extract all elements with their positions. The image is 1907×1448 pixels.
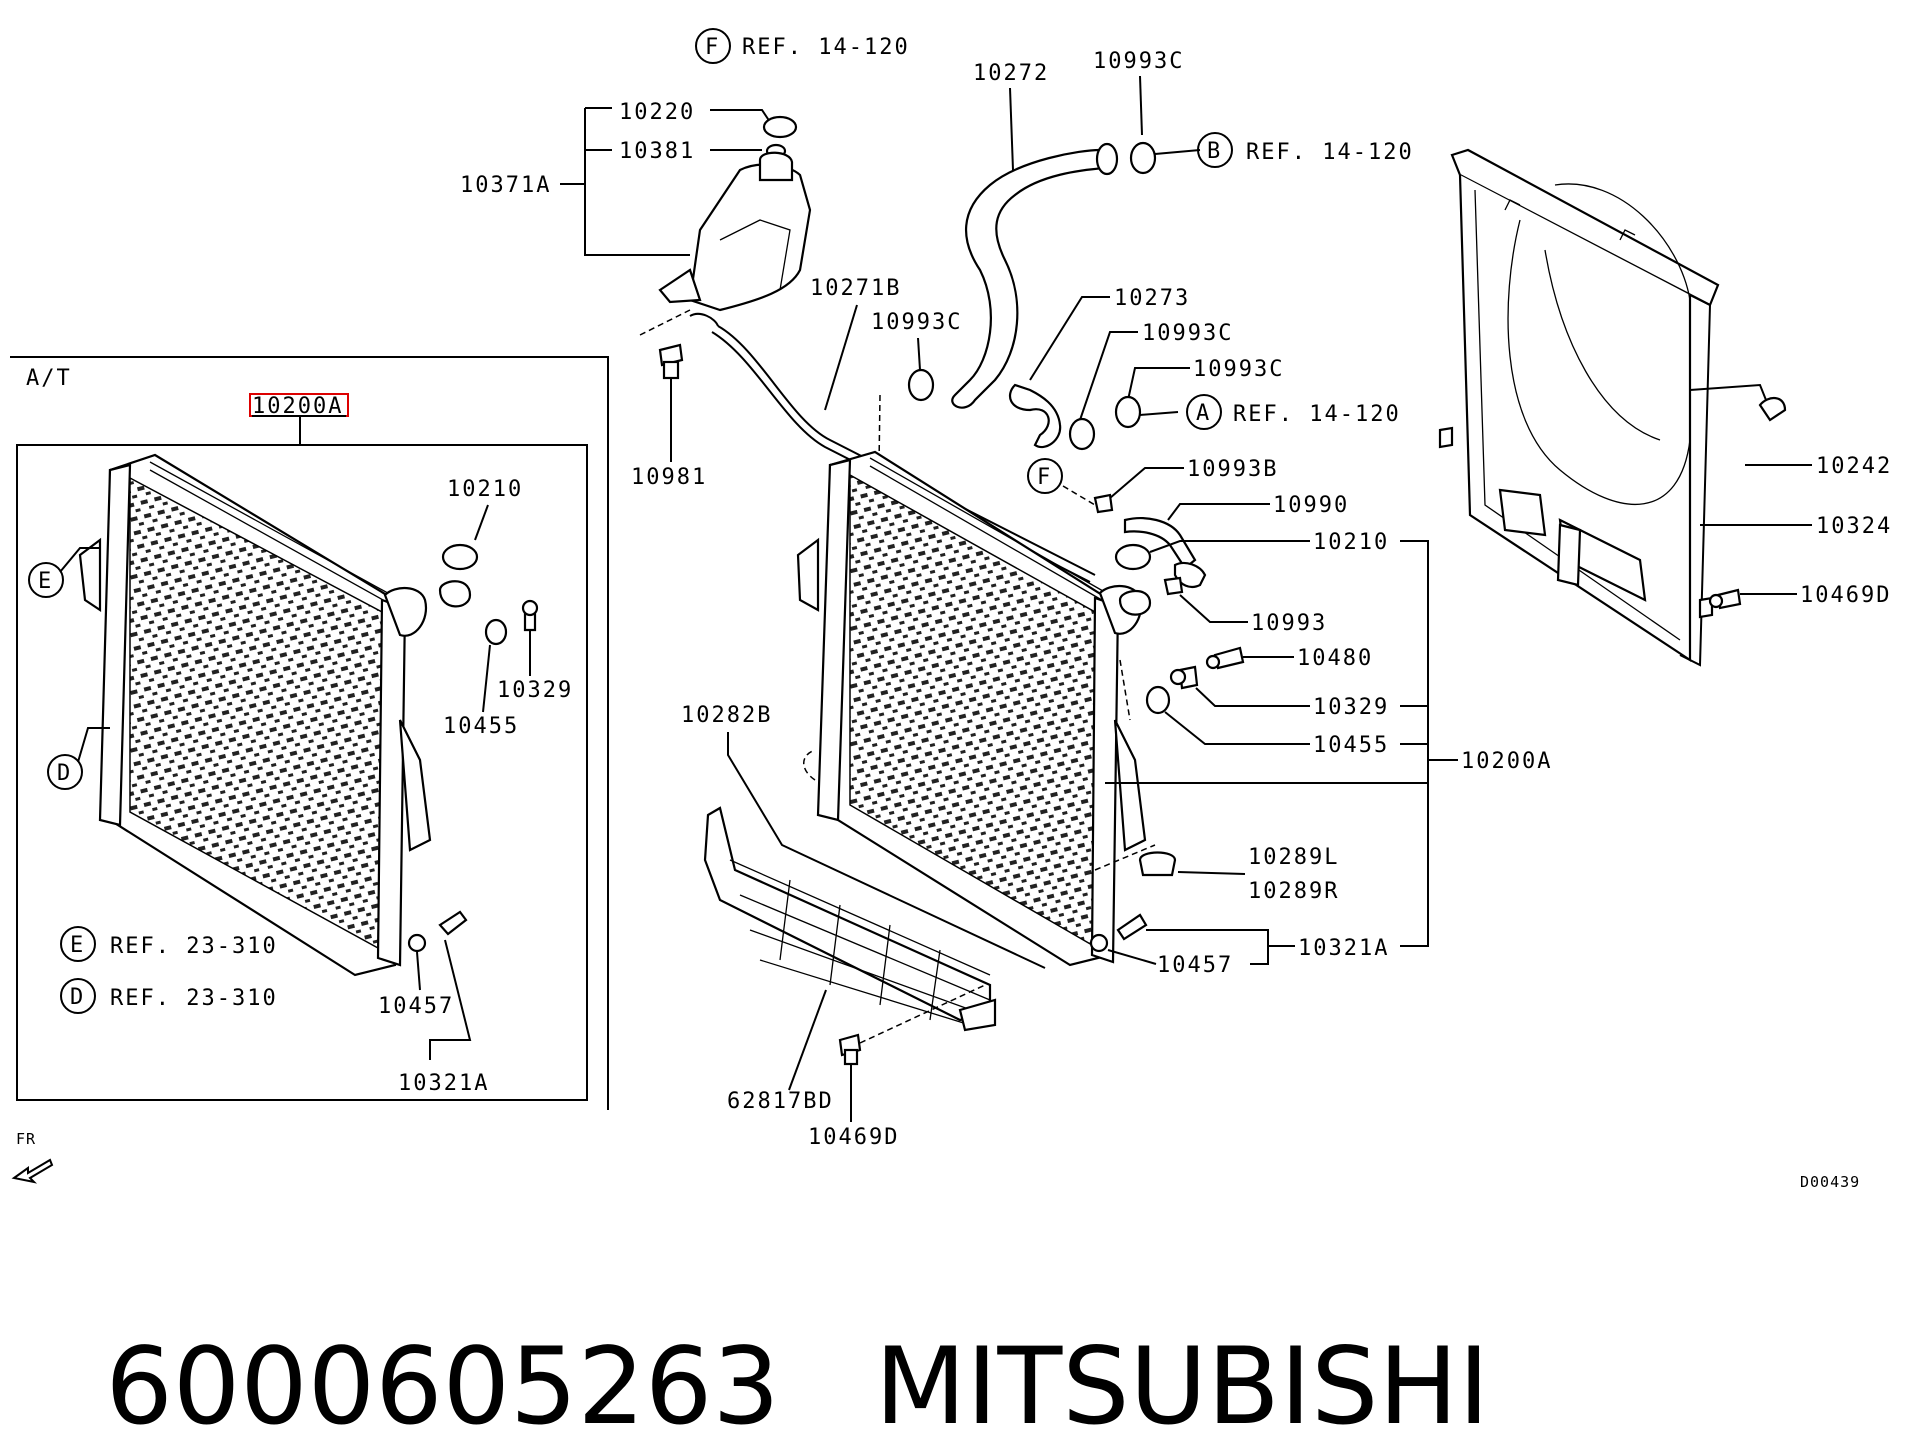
ref-D: REF. 23-310 — [110, 986, 278, 1011]
air-guide: 10282B 62817BD 10469D — [681, 703, 1046, 1150]
radiator-main — [796, 450, 1152, 967]
label-10210-inset: 10210 — [447, 477, 523, 502]
label-10469D-bottom: 10469D — [808, 1125, 899, 1150]
label-10271B: 10271B — [810, 276, 901, 301]
label-10993B: 10993B — [1187, 457, 1278, 482]
direction-label: FR — [16, 1130, 36, 1148]
label-10381: 10381 — [619, 139, 695, 164]
label-10200A: 10200A — [1461, 749, 1552, 774]
label-10993: 10993 — [1251, 611, 1327, 636]
label-10993C-mid: 10993C — [1142, 321, 1233, 346]
ref-A: REF. 14-120 — [1233, 402, 1401, 427]
label-10273: 10273 — [1114, 286, 1190, 311]
label-10480: 10480 — [1297, 646, 1373, 671]
label-10455: 10455 — [1313, 733, 1389, 758]
ref-E: REF. 23-310 — [110, 934, 278, 959]
label-10200A-inset: 10200A — [252, 394, 343, 419]
label-62817BD: 62817BD — [727, 1089, 834, 1114]
label-10371A: 10371A — [460, 173, 551, 198]
front-direction: FR — [11, 1130, 54, 1184]
label-10457: 10457 — [1157, 953, 1233, 978]
at-inset: A/T 10200A E D 10210 10329 — [10, 356, 609, 1110]
marker-A: A — [1196, 401, 1211, 426]
label-10321A-inset: 10321A — [398, 1071, 489, 1096]
label-10993C-right: 10993C — [1193, 357, 1284, 382]
label-10981: 10981 — [631, 465, 707, 490]
diagram-code: D00439 — [1800, 1173, 1860, 1191]
label-10329: 10329 — [1313, 695, 1389, 720]
brand-name: MITSUBISHI — [874, 1325, 1490, 1448]
label-10455-inset: 10455 — [443, 714, 519, 739]
small-hose: F 10993B 10990 10993 — [1027, 457, 1349, 636]
marker-D-inset: D — [57, 761, 72, 786]
label-10993C-left: 10993C — [871, 310, 962, 335]
part-number: 6000605263 — [105, 1325, 780, 1448]
label-10324: 10324 — [1816, 514, 1892, 539]
marker-B: B — [1207, 139, 1222, 164]
label-10993C-top: 10993C — [1093, 49, 1184, 74]
label-10990: 10990 — [1273, 493, 1349, 518]
label-10210: 10210 — [1313, 530, 1389, 555]
label-10469D-right: 10469D — [1800, 583, 1891, 608]
ref-B: REF. 14-120 — [1246, 140, 1414, 165]
variant-label: A/T — [26, 366, 72, 391]
label-10220: 10220 — [619, 100, 695, 125]
reservoir-group: F REF. 14-120 10220 10381 10371A 10981 — [460, 28, 910, 490]
ref-F: REF. 14-120 — [742, 35, 910, 60]
label-10289L: 10289L — [1248, 845, 1339, 870]
marker-F-top: F — [705, 35, 720, 60]
marker-E-ref: E — [70, 933, 85, 958]
marker-D-ref: D — [70, 985, 85, 1010]
label-10329-inset: 10329 — [497, 678, 573, 703]
label-10272: 10272 — [973, 61, 1049, 86]
label-10282B: 10282B — [681, 703, 772, 728]
label-10242: 10242 — [1816, 454, 1892, 479]
fan-shroud: 10242 10324 10469D — [1438, 148, 1892, 667]
overflow-hose: 10271B — [711, 276, 1096, 583]
radiator-parts: 10210 10480 10329 10455 10200A 10289L 10… — [1089, 530, 1552, 978]
lower-hose: 10273 10993C 10993C A REF. 14-120 10993C — [871, 286, 1401, 746]
upper-hose: 10272 10993C B REF. 14-120 — [951, 49, 1414, 409]
marker-F-mid: F — [1037, 465, 1052, 490]
label-10457-inset: 10457 — [378, 994, 454, 1019]
label-10289R: 10289R — [1248, 879, 1339, 904]
marker-E-inset: E — [38, 569, 53, 594]
label-10321A: 10321A — [1298, 936, 1389, 961]
radiator-inset — [78, 453, 472, 977]
